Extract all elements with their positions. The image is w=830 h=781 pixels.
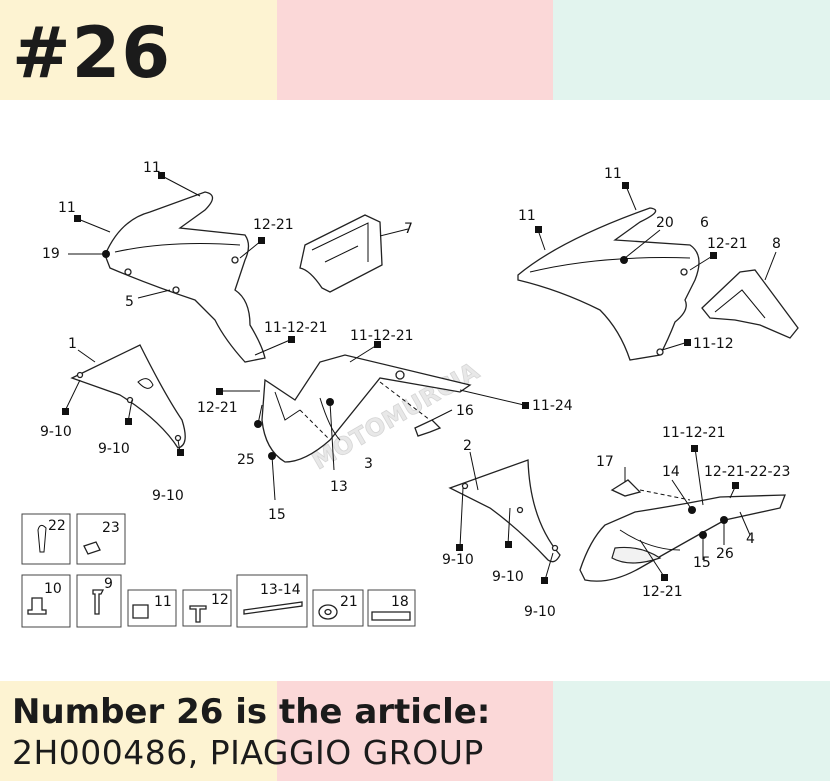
part-number-heading: #26 [12, 12, 172, 94]
header-band-yellow [0, 0, 277, 100]
hardware-9: 9 [104, 576, 113, 592]
hardware-legend: 22 23 10 9 11 12 13-14 21 18 [21, 513, 416, 628]
callout-17: 17 [596, 454, 614, 470]
callout-11-a: 11 [143, 160, 161, 176]
callout-11-12: 11-12 [693, 336, 734, 352]
hardware-23: 23 [102, 520, 120, 536]
hardware-10: 10 [44, 581, 62, 597]
callout-6: 6 [700, 215, 709, 231]
callout-14: 14 [662, 464, 680, 480]
callout-9-10-b: 9-10 [98, 441, 130, 457]
hardware-13-14: 13-14 [260, 582, 301, 598]
right-upper-fairing-part-6 [517, 207, 700, 361]
callout-1: 1 [68, 336, 77, 352]
header-band-mint [553, 0, 830, 100]
callout-12-21-22-23: 12-21-22-23 [704, 464, 790, 480]
callout-11-12-21-b: 11-12-21 [350, 328, 414, 344]
air-duct-part-7 [299, 214, 383, 293]
callout-20: 20 [656, 215, 674, 231]
reference-markers [62, 172, 739, 584]
leader-lines [64, 175, 777, 581]
lower-fairing-part-3 [261, 354, 472, 463]
callout-16: 16 [456, 403, 474, 419]
article-caption: Number 26 is the article: [12, 692, 491, 732]
hardware-22: 22 [48, 518, 66, 534]
callout-11-24: 11-24 [532, 398, 573, 414]
callout-13: 13 [330, 479, 348, 495]
callout-9-10-d: 9-10 [442, 552, 474, 568]
callout-25: 25 [237, 452, 255, 468]
hardware-18: 18 [391, 594, 409, 610]
air-duct-part-8 [701, 269, 799, 339]
callout-11-12-21-c: 11-12-21 [662, 425, 726, 441]
left-upper-fairing [104, 191, 266, 363]
callout-5: 5 [125, 294, 134, 310]
callout-15-a: 15 [268, 507, 286, 523]
callout-8: 8 [772, 236, 781, 252]
callout-7: 7 [404, 221, 413, 237]
callout-labels: 11 11 19 5 12-21 7 11-12-21 11-12-21 1 9… [40, 160, 790, 620]
hardware-21: 21 [340, 594, 358, 610]
callout-9-10-e: 9-10 [492, 569, 524, 585]
callout-11-d: 11 [518, 208, 536, 224]
callout-12-21-d: 12-21 [642, 584, 683, 600]
callout-12-21-c: 12-21 [707, 236, 748, 252]
callout-11-12-21-a: 11-12-21 [264, 320, 328, 336]
callout-2: 2 [463, 438, 472, 454]
callout-3: 3 [364, 456, 373, 472]
callout-26: 26 [716, 546, 734, 562]
header-band [0, 0, 830, 100]
callout-19: 19 [42, 246, 60, 262]
callout-4: 4 [746, 531, 755, 547]
bracket-part-16 [414, 419, 442, 437]
parts-diagram: MOTOMURCIA [21, 160, 799, 628]
callout-11-c: 11 [604, 166, 622, 182]
callout-15-b: 15 [693, 555, 711, 571]
footer-band-mint [553, 681, 830, 781]
footer-band-yellow [0, 681, 277, 781]
callout-12-21-a: 12-21 [253, 217, 294, 233]
callout-11-b: 11 [58, 200, 76, 216]
lower-panel-part-1 [70, 344, 186, 449]
callout-9-10-a: 9-10 [40, 424, 72, 440]
hardware-11: 11 [154, 594, 172, 610]
hardware-12: 12 [211, 592, 229, 608]
bracket-part-17 [610, 479, 642, 497]
callout-9-10-f: 9-10 [524, 604, 556, 620]
callout-9-10-c: 9-10 [152, 488, 184, 504]
callout-12-21-b: 12-21 [197, 400, 238, 416]
article-code: 2H000486, PIAGGIO GROUP [12, 733, 484, 772]
header-band-pink [276, 0, 554, 100]
footer-band [0, 681, 830, 781]
belly-pan-part-4 [579, 494, 786, 582]
footer-band-pink [276, 681, 554, 781]
